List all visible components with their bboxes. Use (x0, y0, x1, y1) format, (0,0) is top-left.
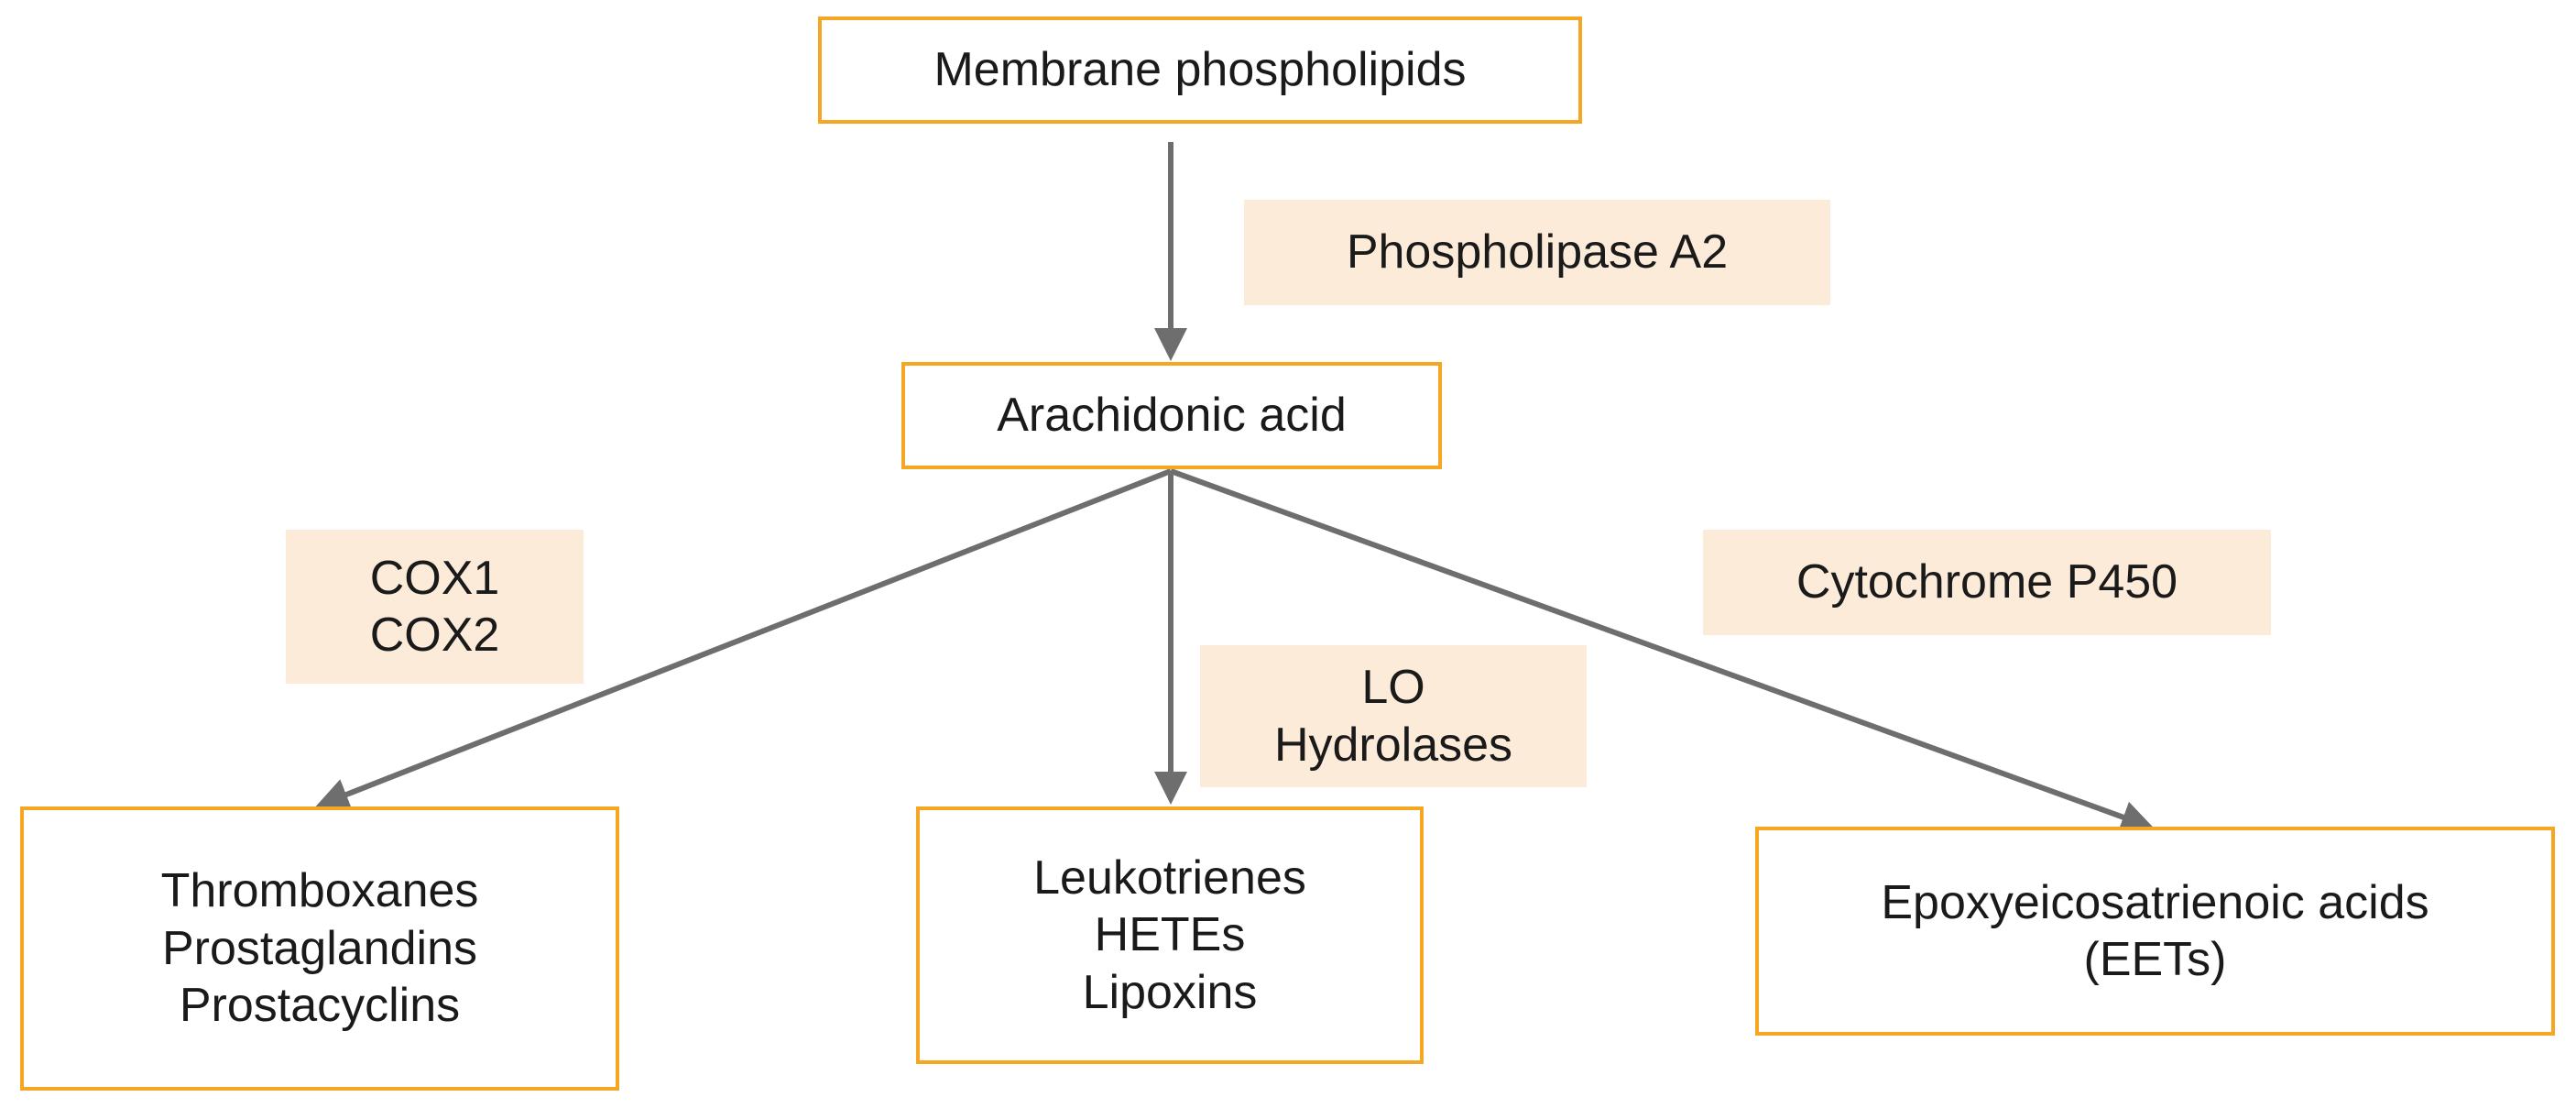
node-label: Membrane phospholipids (933, 43, 1467, 97)
enzyme-label-lo-hydrolases: LO Hydrolases (1200, 645, 1587, 787)
arrow-arachidonic-to-thromboxanes (315, 468, 1173, 810)
node-membrane-phospholipids: Membrane phospholipids (818, 16, 1582, 124)
node-label-line-3: Prostacyclins (179, 979, 461, 1033)
node-label-line-2: Prostaglandins (162, 921, 477, 975)
node-label-line-1: Leukotrienes (1033, 850, 1306, 905)
enzyme-label-line-1: LO (1361, 661, 1425, 715)
enzyme-label-line-2: Hydrolases (1273, 718, 1513, 772)
node-label-line-1: Epoxyeicosatrienoic acids (1881, 875, 2429, 929)
node-label-line-1: Thromboxanes (160, 864, 479, 918)
enzyme-label-cox: COX1 COX2 (286, 530, 584, 684)
enzyme-label-line-1: COX1 (369, 551, 500, 605)
enzyme-label-line-2: COX2 (369, 609, 500, 662)
node-label: Arachidonic acid (997, 389, 1347, 443)
node-arachidonic-acid: Arachidonic acid (901, 362, 1442, 469)
node-label-line-3: Lipoxins (1082, 965, 1258, 1019)
node-label-line-2: (EETs) (2083, 933, 2227, 986)
node-label-line-2: HETEs (1094, 908, 1246, 962)
enzyme-label-phospholipase-a2: Phospholipase A2 (1244, 200, 1830, 305)
node-leukotrienes-hetes-lipoxins: Leukotrienes HETEs Lipoxins (916, 806, 1424, 1064)
enzyme-label-cytochrome-p450: Cytochrome P450 (1703, 530, 2271, 635)
arrow-arachidonic-to-eets (1169, 468, 2155, 833)
enzyme-label-text: Phospholipase A2 (1346, 225, 1729, 280)
node-epoxyeicosatrienoic-acids: Epoxyeicosatrienoic acids (EETs) (1755, 827, 2555, 1036)
enzyme-label-text: Cytochrome P450 (1796, 555, 2178, 609)
node-thromboxanes-prostaglandins-prostacyclins: Thromboxanes Prostaglandins Prostacyclin… (20, 806, 619, 1091)
